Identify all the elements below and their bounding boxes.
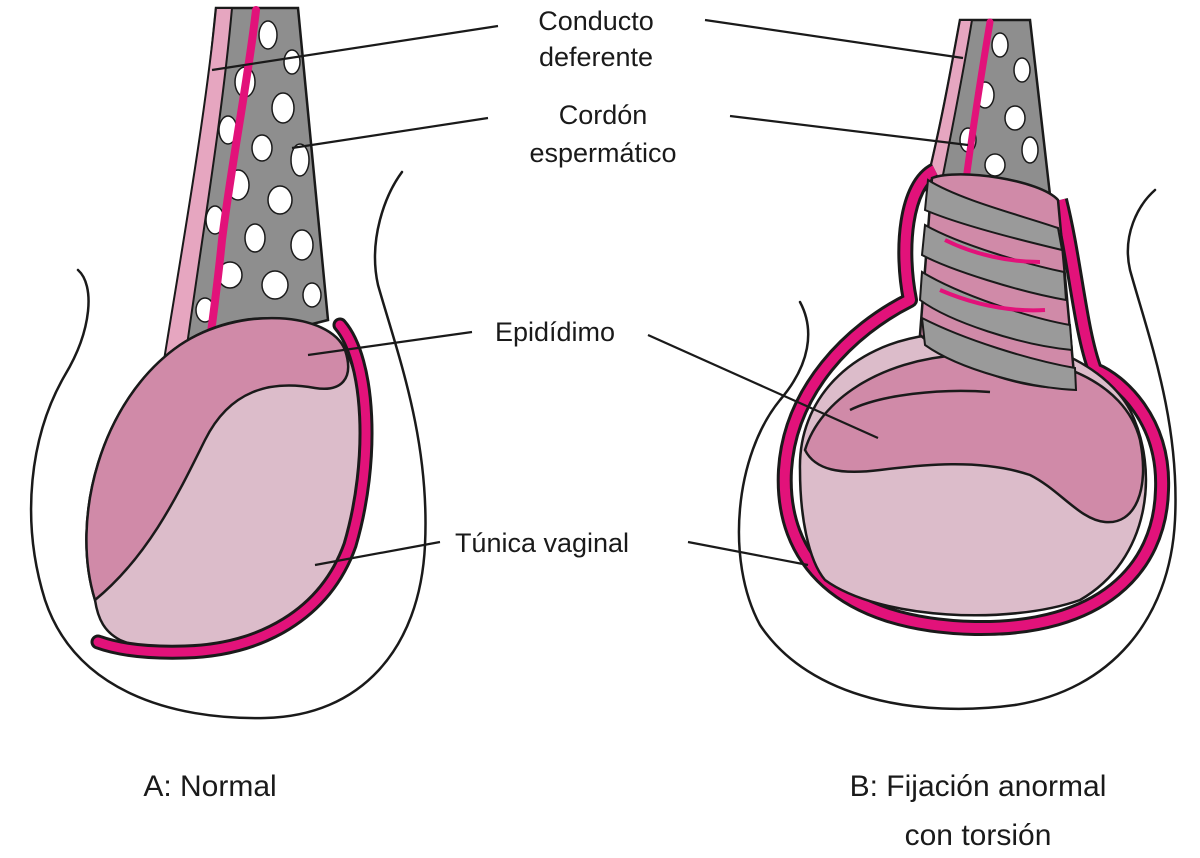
label-vas-deferens-line2: deferente	[539, 42, 653, 72]
leader-tunica-a	[314, 540, 441, 567]
leader-vas-a	[211, 24, 499, 72]
leader-epididymis-a	[307, 330, 473, 357]
vas-deferens-strand-a	[206, 6, 260, 344]
label-tunica-vaginalis: Túnica vaginal	[455, 528, 629, 558]
leader-cord-b	[729, 114, 969, 147]
vas-deferens-strand-b	[962, 18, 994, 184]
captions: A: Normal B: Fijación anormal con torsió…	[143, 770, 1106, 852]
scrotum-outline-a	[29, 170, 427, 720]
leader-epididymis-b	[647, 333, 879, 440]
twisted-cord-b	[918, 173, 1078, 392]
tunica-vaginalis-fill-a	[93, 320, 371, 657]
caption-b-line2: con torsión	[905, 819, 1052, 852]
scrotum-outline-b	[737, 188, 1177, 711]
label-vas-deferens-line1: Conducto	[538, 6, 654, 36]
epididymis-a	[85, 316, 350, 603]
tunica-vaginalis-fill-b	[779, 165, 1168, 634]
leader-cord-a	[291, 116, 489, 150]
leader-lines	[211, 18, 969, 567]
epididymis-inner-line-b	[849, 389, 991, 412]
leader-tunica-b	[687, 540, 809, 567]
labels: Conducto deferente Cordón espermático Ep…	[455, 6, 677, 558]
panel-a-normal	[29, 6, 427, 720]
caption-b-line1: B: Fijación anormal	[850, 770, 1107, 803]
label-spermatic-cord-line2: espermático	[529, 138, 676, 168]
panel-b-torsion	[737, 18, 1177, 711]
label-epididymis: Epidídimo	[495, 317, 615, 347]
label-spermatic-cord-line1: Cordón	[559, 100, 648, 130]
caption-a: A: Normal	[143, 770, 276, 803]
leader-vas-b	[704, 18, 964, 60]
